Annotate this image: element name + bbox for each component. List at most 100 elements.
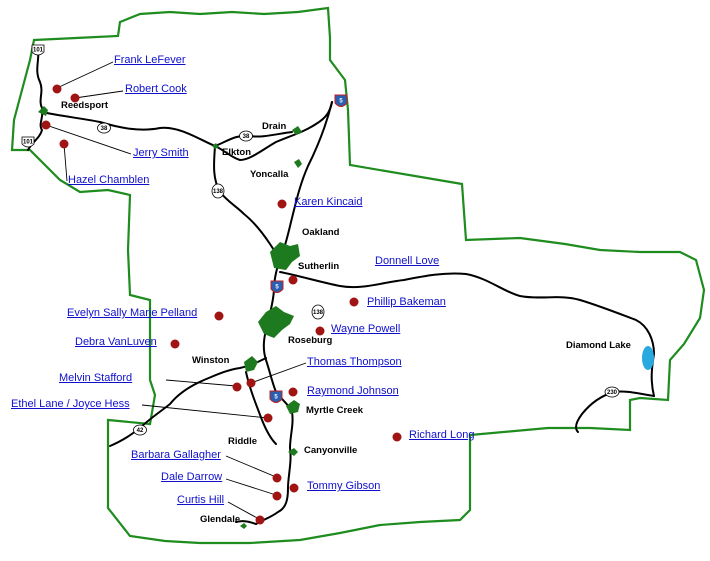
shield-230-icon: 230 [604,386,620,398]
person-link-thomas-thompson[interactable]: Thomas Thompson [307,356,402,368]
person-link-phillip-bakeman[interactable]: Phillip Bakeman [367,296,446,308]
person-link-raymond-johnson[interactable]: Raymond Johnson [307,385,399,397]
marker-thomas-thompson[interactable] [246,378,256,388]
marker-raymond-johnson[interactable] [288,387,298,397]
person-link-evelyn-pelland[interactable]: Evelyn Sally Marie Pelland [67,307,198,319]
marker-karen-kincaid[interactable] [277,199,287,209]
marker-hazel-chamblen[interactable] [59,139,69,149]
svg-text:38: 38 [101,126,108,132]
road-or38 [41,111,293,147]
marker-wayne-powell[interactable] [315,326,325,336]
town-area-sutherlin [270,242,300,270]
marker-debra-vanluven[interactable] [170,339,180,349]
town-label-winston: Winston [192,355,230,366]
road-or230 [574,390,655,433]
shield-138-east-icon: 138 [311,304,325,320]
shield-42-icon: 42 [133,424,147,436]
town-label-reedsport: Reedsport [61,100,108,111]
leader-barbara-gallagher [225,455,277,478]
leader-melvin-stafford [165,379,237,387]
person-link-karen-kincaid[interactable]: Karen Kincaid [294,196,363,208]
marker-robert-cook[interactable] [70,93,80,103]
town-area-myrtle-creek [286,400,300,414]
road-or138-north [213,145,281,259]
marker-frank-lefever[interactable] [52,84,62,94]
marker-melvin-stafford[interactable] [232,382,242,392]
person-link-richard-long[interactable]: Richard Long [409,429,475,441]
town-area-elkton [212,143,219,149]
road-glendale [235,520,257,525]
interstate-5-north-icon: 5 [334,94,348,107]
shield-138-north-icon: 138 [211,183,225,199]
person-link-curtis-hill[interactable]: Curtis Hill [177,494,225,506]
county-boundary [10,6,706,545]
town-label-oakland: Oakland [302,227,340,238]
svg-text:38: 38 [243,134,250,140]
road-or138-east [279,271,655,397]
leader-hazel-chamblen [63,143,68,182]
town-label-glendale: Glendale [200,514,241,525]
town-label-yoncalla: Yoncalla [250,169,289,180]
town-label-myrtle-creek: Myrtle Creek [306,405,364,416]
town-area-reedsport [38,106,48,116]
town-label-drain: Drain [262,121,287,132]
person-link-ethel-lane-joyce-hess[interactable]: Ethel Lane / Joyce Hess [11,398,130,410]
shield-38-west-icon: 38 [97,122,111,134]
town-area-winston [244,356,258,372]
person-link-donnell-love[interactable]: Donnell Love [375,255,440,267]
marker-ethel-lane-joyce-hess[interactable] [263,413,273,423]
town-area-glendale [240,523,247,529]
svg-text:42: 42 [137,428,144,434]
marker-evelyn-pelland[interactable] [214,311,224,321]
town-label-elkton: Elkton [222,147,252,158]
marker-richard-long[interactable] [392,432,402,442]
town-area-drain [292,126,302,135]
svg-text:101: 101 [23,140,34,146]
person-link-hazel-chamblen[interactable]: Hazel Chamblen [68,174,150,186]
shield-101-north-icon: 101 [31,44,45,56]
town-area-roseburg [258,306,294,338]
svg-text:5: 5 [339,99,343,105]
svg-text:5: 5 [274,395,278,401]
marker-jerry-smith[interactable] [41,120,51,130]
marker-barbara-gallagher[interactable] [272,473,282,483]
leader-curtis-hill [227,501,260,520]
person-link-barbara-gallagher[interactable]: Barbara Gallagher [131,449,221,461]
leader-robert-cook [74,90,124,99]
person-link-jerry-smith[interactable]: Jerry Smith [133,147,189,159]
marker-phillip-bakeman[interactable] [349,297,359,307]
person-link-debra-vanluven[interactable]: Debra VanLuven [75,336,157,348]
person-link-dale-darrow[interactable]: Dale Darrow [161,471,223,483]
town-label-riddle: Riddle [228,436,258,447]
marker-dale-darrow[interactable] [272,491,282,501]
shield-101-south-icon: 101 [21,136,35,148]
interstate-5-middle-icon: 5 [270,280,284,293]
town-label-diamond-lake: Diamond Lake [566,340,631,351]
highway-shields: 101 101 38 38 138 138 [21,44,620,436]
person-link-tommy-gibson[interactable]: Tommy Gibson [307,480,381,492]
person-link-frank-lefever[interactable]: Frank LeFever [114,54,186,66]
svg-text:5: 5 [275,285,279,291]
town-label-sutherlin: Sutherlin [298,261,340,272]
leader-frank-lefever [56,61,114,89]
svg-text:138: 138 [213,189,224,195]
interstate-5-south-icon: 5 [269,390,283,403]
person-link-wayne-powell[interactable]: Wayne Powell [331,323,401,335]
leader-ethel-lane [141,404,269,419]
town-area-canyonville [288,448,298,456]
marker-tommy-gibson[interactable] [289,483,299,493]
svg-text:138: 138 [313,310,324,316]
marker-donnell-love[interactable] [288,275,298,285]
leader-thomas-thompson [250,362,307,384]
person-link-robert-cook[interactable]: Robert Cook [125,83,187,95]
road-i5 [255,101,333,525]
person-link-melvin-stafford[interactable]: Melvin Stafford [59,372,133,384]
town-area-yoncalla [294,159,302,168]
marker-curtis-hill[interactable] [255,515,265,525]
road-or42 [109,357,267,447]
svg-text:230: 230 [607,390,618,396]
town-label-canyonville: Canyonville [304,445,358,456]
leader-dale-darrow [225,478,277,496]
